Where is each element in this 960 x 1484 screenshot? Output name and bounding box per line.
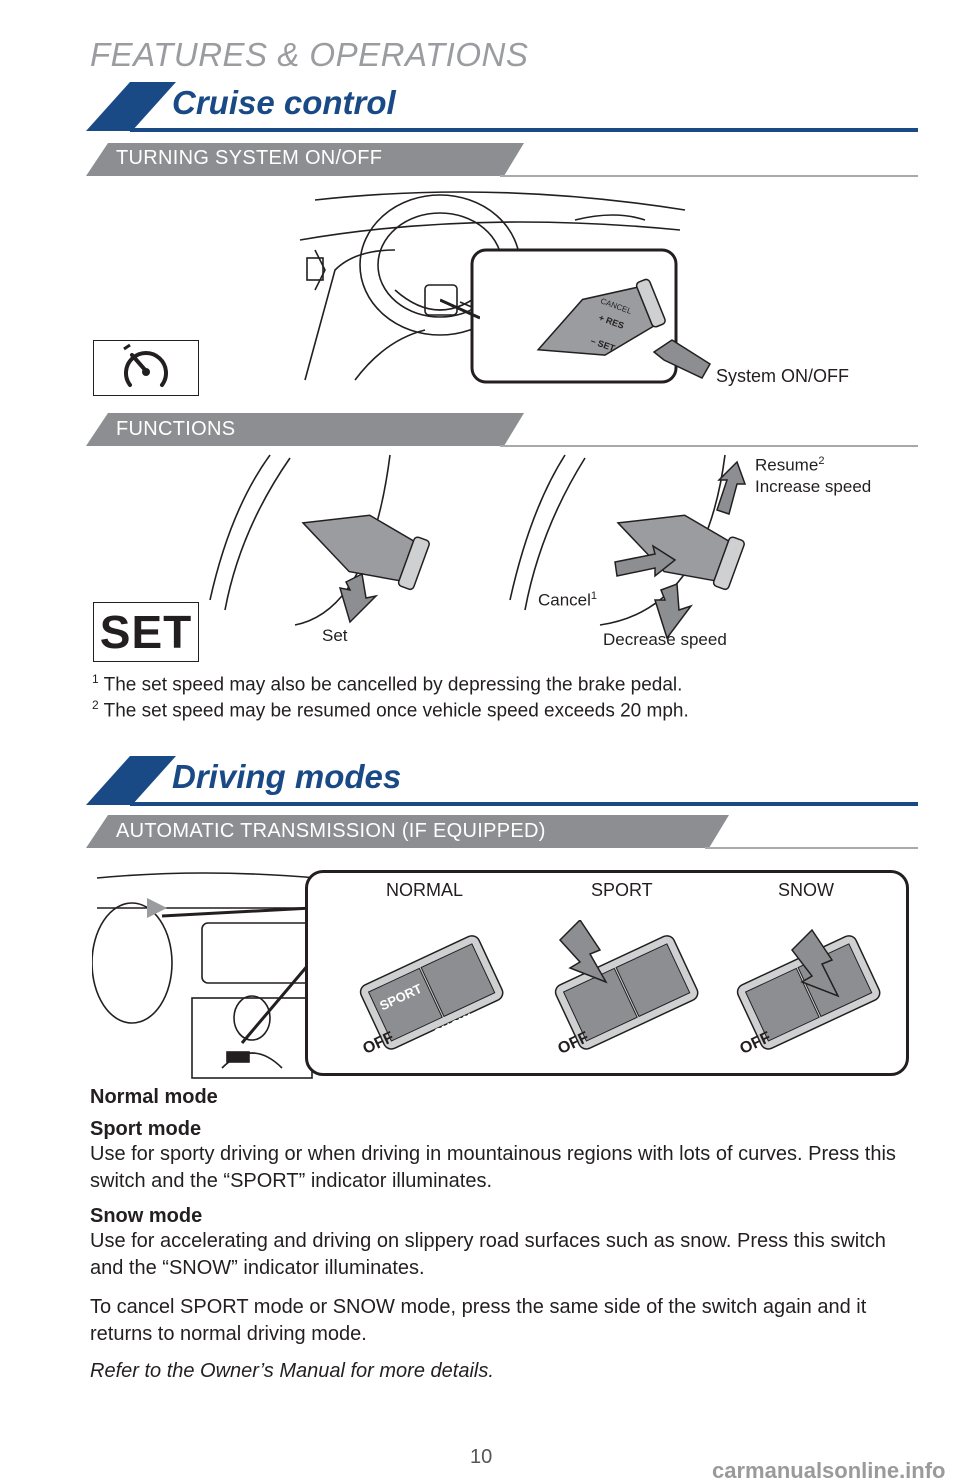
resume-footnote-mark: 2 [818, 455, 825, 467]
refer-manual-note: Refer to the Owner’s Manual for more det… [90, 1360, 494, 1382]
cancel-footnote-mark: 1 [590, 590, 598, 602]
subsection-tab-shape [86, 815, 729, 848]
resume-label-text: Resume [755, 455, 819, 475]
on-off-arrow-icon [652, 339, 712, 379]
turning-system-tab: TURNING SYSTEM ON/OFF [116, 147, 383, 169]
footnote-1: 1 The set speed may also be cancelled by… [92, 672, 682, 696]
switch-normal-illustration: SPORT SNOW OFF [359, 935, 504, 1058]
panel-label-snow: SNOW [778, 880, 834, 900]
cancel-label: Cancel1 [538, 590, 597, 611]
section-banner-shape [86, 756, 176, 805]
page-number: 10 [470, 1446, 493, 1468]
set-icon-text: SET [99, 606, 193, 658]
driving-modes-title: Driving modes [172, 758, 402, 795]
switch-off-text: OFF [360, 1029, 396, 1058]
sport-mode-heading: Sport mode [90, 1118, 202, 1140]
subsection-rule [500, 445, 918, 447]
resume-label: Resume2 [755, 455, 824, 476]
cancel-resume-stalk-illustration [509, 454, 747, 640]
set-stalk-illustration [209, 454, 430, 626]
increase-speed-label: Increase speed [755, 477, 872, 496]
switch-snow-illustration: OFF [736, 928, 881, 1058]
automatic-transmission-tab: AUTOMATIC TRANSMISSION (IF EQUIPPED) [116, 820, 546, 842]
subsection-rule [705, 847, 918, 849]
section-banner-shape [86, 82, 176, 131]
section-rule [130, 802, 918, 806]
switch-off-text: OFF [737, 1029, 773, 1058]
cancel-mode-text: To cancel SPORT mode or SNOW mode, press… [90, 1296, 867, 1345]
decrease-speed-label: Decrease speed [603, 630, 727, 649]
sport-mode-text: Use for sporty driving or when driving i… [90, 1143, 896, 1192]
dashboard-illustration [299, 191, 686, 381]
cruise-control-icon-box [93, 340, 199, 396]
functions-tab: FUNCTIONS [116, 418, 236, 440]
snow-mode-heading: Snow mode [90, 1205, 203, 1227]
footnote-1-text: The set speed may also be cancelled by d… [103, 674, 683, 696]
snow-mode-text: Use for accelerating and driving on slip… [90, 1230, 886, 1279]
switch-off-text: OFF [555, 1029, 591, 1058]
set-icon-box: SET [93, 602, 199, 662]
subsection-tab-shape [86, 413, 524, 446]
panel-label-sport: SPORT [591, 880, 653, 900]
mode-descriptions: Normal mode Sport mode Use for sporty dr… [90, 1086, 920, 1383]
set-label: Set [322, 626, 348, 645]
subsection-rule [500, 175, 918, 177]
normal-mode-heading: Normal mode [90, 1086, 218, 1108]
footnote-1-mark: 1 [92, 672, 99, 686]
zoom-connector [440, 298, 480, 320]
switch-sport-illustration: OFF [554, 920, 699, 1058]
console-illustration [92, 872, 318, 1079]
cruise-control-title: Cruise control [172, 84, 396, 121]
section-rule [130, 128, 918, 132]
cancel-label-text: Cancel [538, 590, 591, 610]
footnote-2-text: The set speed may be resumed once vehicl… [103, 700, 689, 722]
footnote-2: 2 The set speed may be resumed once vehi… [92, 698, 689, 722]
speedometer-icon [123, 343, 168, 387]
page-heading: FEATURES & OPERATIONS [90, 36, 529, 73]
watermark: carmanualsonline.info [712, 1458, 946, 1483]
footnote-2-mark: 2 [92, 698, 99, 712]
panel-label-normal: NORMAL [386, 880, 464, 900]
subsection-tab-shape [86, 143, 524, 176]
stalk-zoom-panel: CANCEL + RES – SET [470, 248, 678, 384]
system-on-off-callout: System ON/OFF [716, 366, 850, 386]
